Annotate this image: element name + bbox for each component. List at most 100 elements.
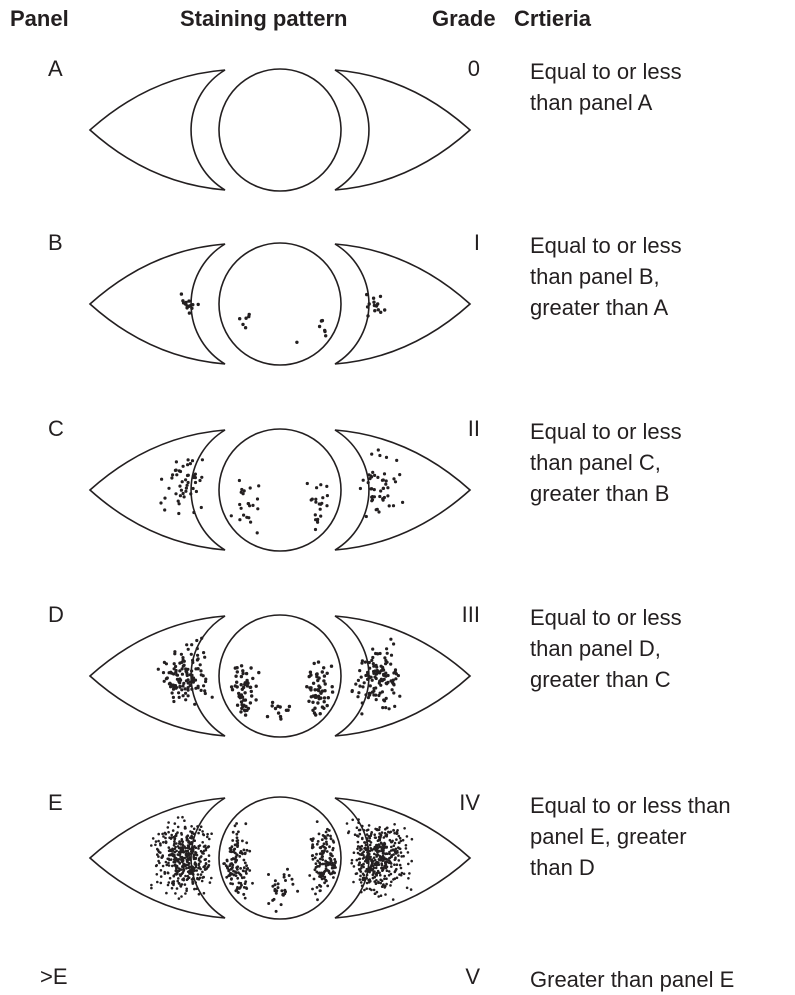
- stain-dot: [199, 873, 203, 876]
- stain-dot: [352, 851, 356, 854]
- stain-dot: [270, 704, 274, 708]
- stain-dot: [376, 869, 380, 873]
- stain-dot: [199, 688, 203, 692]
- stain-dot: [163, 831, 167, 835]
- stain-dot: [190, 669, 194, 673]
- stain-dot: [207, 854, 211, 857]
- stain-dot: [325, 850, 329, 853]
- stain-dot: [194, 686, 198, 690]
- stain-dot: [179, 292, 184, 296]
- stain-dot: [370, 499, 374, 503]
- stain-dot: [318, 507, 322, 511]
- stain-dot: [410, 837, 414, 841]
- stain-dot: [235, 670, 239, 674]
- stain-dot: [180, 833, 183, 836]
- grade-label: V: [465, 964, 480, 989]
- stain-dot: [174, 468, 178, 472]
- stain-dot: [316, 859, 320, 863]
- stain-dot: [184, 874, 187, 878]
- stain-dot: [196, 653, 200, 657]
- stain-dot: [169, 858, 173, 861]
- stain-dot: [388, 852, 391, 856]
- stain-dot: [171, 864, 174, 868]
- stain-dot: [160, 856, 164, 859]
- stain-dot: [163, 508, 167, 512]
- stain-dot: [178, 484, 182, 488]
- stain-dot: [315, 852, 318, 856]
- stain-dot: [391, 898, 395, 901]
- stain-dot: [159, 501, 163, 505]
- stain-dot: [165, 891, 168, 895]
- grade-column-header: Grade: [432, 6, 496, 31]
- stain-dot: [200, 475, 204, 479]
- stain-dot: [398, 836, 402, 840]
- stain-dot: [403, 827, 406, 830]
- stain-dot: [325, 703, 329, 708]
- stain-dot: [368, 693, 372, 697]
- stain-dot: [182, 495, 186, 499]
- stain-dot: [236, 876, 240, 880]
- stain-dot: [235, 832, 239, 836]
- stain-dot: [178, 677, 182, 681]
- stain-dot: [377, 835, 381, 839]
- stain-dot: [242, 858, 246, 862]
- stain-dot: [405, 886, 409, 890]
- stain-dot: [186, 686, 190, 690]
- stain-dot: [322, 700, 326, 704]
- stain-dot: [174, 492, 178, 496]
- stain-dot: [240, 687, 244, 691]
- stain-dot: [237, 830, 240, 834]
- stain-dot: [375, 861, 378, 864]
- stain-dot: [323, 881, 326, 885]
- stain-dot: [248, 685, 253, 689]
- cornea-region: [218, 614, 342, 738]
- stain-dot: [160, 477, 164, 481]
- stain-dot: [322, 696, 327, 700]
- stain-dot: [278, 714, 283, 719]
- stain-dot: [239, 710, 243, 714]
- stain-dot: [234, 674, 238, 678]
- stain-dot: [190, 842, 193, 845]
- stain-dot: [400, 871, 404, 875]
- stain-dot: [358, 684, 362, 688]
- stain-dot: [174, 664, 178, 669]
- stain-dot: [243, 691, 247, 695]
- stain-dot: [279, 903, 283, 907]
- stain-dot: [203, 858, 207, 861]
- stain-dot: [239, 506, 243, 510]
- stain-dot: [175, 868, 178, 872]
- stain-dot: [171, 687, 176, 691]
- stain-dot: [317, 324, 322, 329]
- stain-dot: [177, 881, 181, 885]
- stain-dot: [249, 689, 253, 694]
- stain-dot: [230, 688, 235, 692]
- stain-dot: [381, 706, 385, 710]
- stain-dot: [350, 689, 354, 694]
- stain-dot: [374, 836, 378, 839]
- stain-dot: [184, 667, 188, 671]
- stain-dot: [325, 484, 329, 488]
- stain-dot: [177, 679, 181, 683]
- stain-dot: [182, 864, 185, 867]
- stain-dot: [225, 875, 229, 879]
- stain-dot: [248, 849, 252, 853]
- stain-dot: [406, 851, 410, 854]
- stain-dot: [362, 865, 365, 869]
- stain-dot: [328, 856, 332, 860]
- stain-dot: [188, 865, 191, 869]
- stain-dot: [236, 845, 239, 848]
- stain-dot: [176, 825, 180, 829]
- stain-dot: [368, 843, 372, 847]
- stain-dot: [392, 642, 396, 646]
- stain-dot: [393, 831, 396, 835]
- stain-dot: [373, 309, 377, 313]
- stain-dot: [329, 837, 333, 841]
- stain-dot: [245, 678, 249, 683]
- stain-dot: [312, 661, 316, 666]
- stain-dot: [198, 828, 202, 832]
- stain-dot: [393, 823, 396, 826]
- stain-dot: [385, 857, 388, 861]
- grade-label: III: [461, 602, 480, 627]
- stain-dot: [387, 870, 391, 873]
- stain-dot: [367, 824, 371, 827]
